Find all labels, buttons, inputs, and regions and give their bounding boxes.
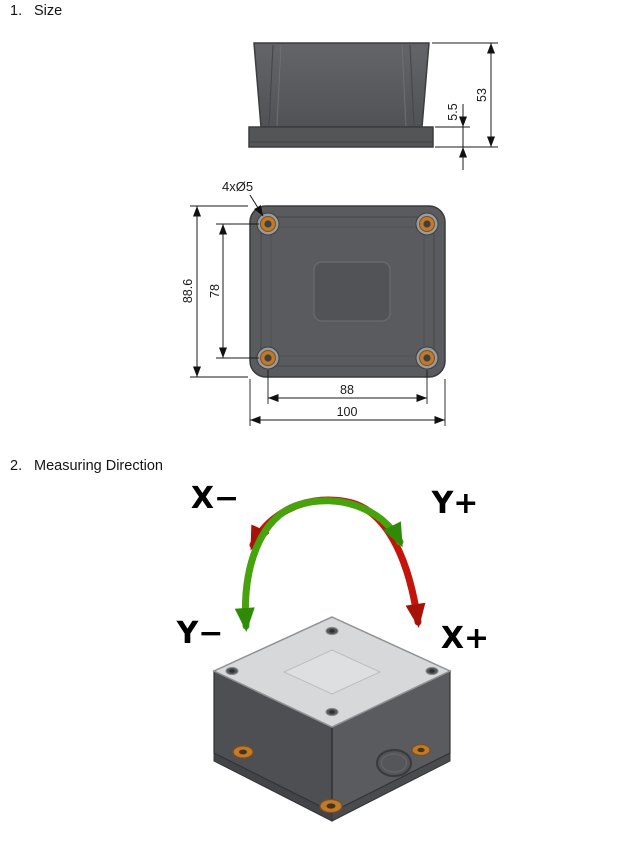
top-screw-hole-front (325, 707, 339, 717)
dim-flange-height-group: 5.5 (435, 103, 470, 170)
dim-outer-width-group: 100 (249, 379, 446, 426)
top-screw-hole-right (425, 666, 439, 676)
screw-lug-top-left (256, 212, 280, 236)
top-screw-hole-left (225, 666, 239, 676)
section-heading-size: 1. Size (10, 3, 62, 19)
lid-inner-edge (260, 216, 435, 367)
top-face-recess (282, 649, 382, 695)
screw-lug-bottom-left (256, 346, 280, 370)
dim-flange-height-label: 5.5 (446, 103, 460, 120)
section-number: 2. (10, 458, 23, 474)
section-title: Measuring Direction (34, 458, 163, 474)
mounting-lug-right (411, 743, 431, 757)
axis-label-x-minus: X− (191, 481, 239, 516)
section-number: 1. (10, 3, 23, 19)
axis-label-x-plus: X+ (441, 621, 489, 656)
section-heading-measuring-direction: 2. Measuring Direction (10, 458, 163, 474)
dim-hole-spacing-vertical-group: 78 (208, 223, 259, 359)
axis-labels: X− Y+ Y− X+ (176, 481, 490, 656)
dim-outer-height-group: 88.6 (181, 205, 248, 378)
iso-view (212, 616, 452, 822)
top-screw-hole-back (325, 626, 339, 636)
corner-rib-left (268, 44, 274, 127)
lid-label-recess (313, 261, 391, 322)
screw-lug-bottom-right (415, 346, 439, 370)
direction-arrows (234, 496, 426, 632)
corner-rib-right (409, 44, 415, 127)
corner-rib-left-2 (276, 44, 282, 127)
screw-lug-top-right (415, 212, 439, 236)
corner-rib-right-2 (401, 44, 407, 127)
mounting-lug-left (232, 745, 254, 759)
top-view (249, 205, 446, 378)
dim-hole-spacing-horizontal-label: 88 (340, 383, 354, 397)
dim-total-height-label: 53 (475, 88, 489, 102)
section-title: Size (34, 3, 63, 19)
side-view (248, 42, 434, 148)
dim-hole-spacing-vertical-label: 78 (208, 284, 222, 298)
lid-inner-edge-2 (270, 226, 425, 357)
hole-callout-label: 4xØ5 (222, 179, 253, 194)
axis-label-y-minus: Y− (176, 616, 224, 651)
enclosure-flange-side (248, 126, 434, 148)
dim-outer-height-label: 88.6 (181, 279, 195, 303)
dim-total-height-group: 53 (432, 42, 498, 148)
axis-label-y-plus: Y+ (431, 486, 479, 521)
cable-knockout (375, 748, 413, 778)
mounting-lug-front (319, 798, 343, 814)
dim-hole-spacing-horizontal-group: 88 (267, 370, 428, 404)
dim-outer-width-label: 100 (337, 405, 358, 419)
hole-callout-group: 4xØ5 (222, 179, 264, 217)
rotation-arrow-y (234, 497, 404, 632)
callout-leader-line (249, 194, 264, 217)
